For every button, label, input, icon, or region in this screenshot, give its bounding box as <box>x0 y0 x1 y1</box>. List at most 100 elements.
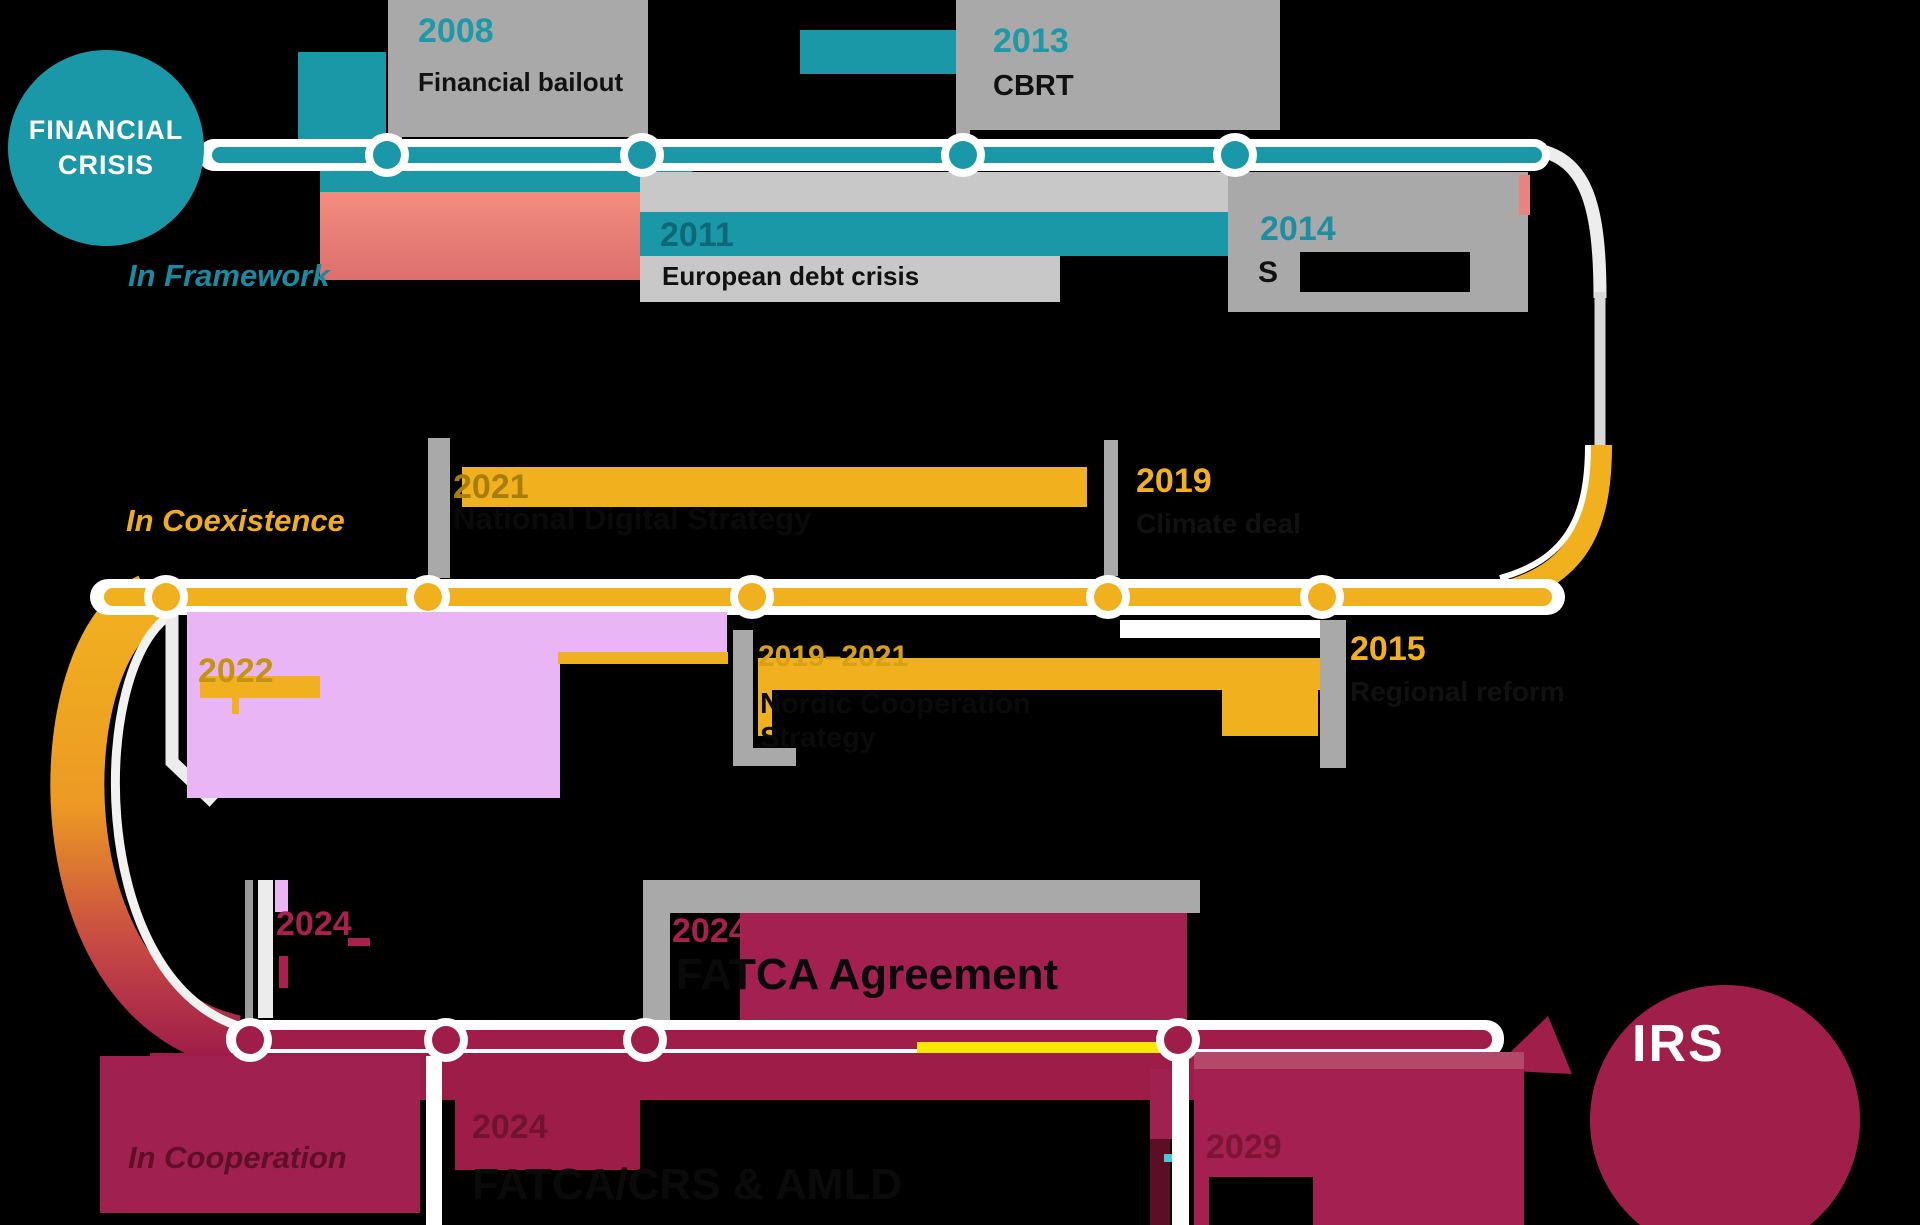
darkmaroon-bit-2029 <box>1150 1139 1170 1225</box>
yellow-corner-2019-2021 <box>1222 686 1318 736</box>
yellow-edge-2019-2021 <box>758 690 772 736</box>
label-2008: Financial bailout <box>418 67 624 97</box>
top-node-2013 <box>941 133 985 177</box>
mid-node-3 <box>730 575 774 619</box>
middle-line <box>104 588 1552 606</box>
top-node-2011 <box>620 133 664 177</box>
label-2019-2021-line1: Nordic Cooperation <box>760 688 1031 720</box>
left-curve <box>50 575 242 1069</box>
top-node-2008 <box>365 133 409 177</box>
white-fragment-2019-2021 <box>1120 620 1320 638</box>
year-2024b: 2024 <box>672 912 748 950</box>
year-2019: 2019 <box>1136 462 1212 500</box>
year-2021: 2021 <box>453 468 529 506</box>
irs-bubble <box>1590 985 1860 1225</box>
connector-2021 <box>428 438 450 578</box>
label-2019: Climate deal <box>1136 508 1301 539</box>
yellow-band-2022 <box>200 676 320 698</box>
in-cooperation-block <box>100 1056 420 1213</box>
mid-node-5 <box>1300 575 1344 619</box>
irs-label: IRS <box>1632 1015 1725 1073</box>
mid-node-4 <box>1086 575 1130 619</box>
blackout-fragment-2014 <box>1300 252 1470 292</box>
connector-thin-2024a <box>245 880 253 1020</box>
right-curve-top <box>1536 143 1607 299</box>
card-2014: 2014 S <box>1242 172 1528 312</box>
card-2013: 2013 CBRT <box>970 0 1280 130</box>
connector-2015 <box>1320 620 1346 768</box>
label-2015: Regional reform <box>1350 676 1565 707</box>
yellow-band-2021 <box>462 467 1087 507</box>
caption-in-cooperation: In Cooperation <box>128 1140 347 1175</box>
card-2011-top <box>640 172 1228 212</box>
connector-2013 <box>956 0 970 139</box>
year-2013: 2013 <box>993 22 1069 60</box>
year-2008: 2008 <box>418 12 494 50</box>
maroon-band-2024c <box>455 1100 640 1170</box>
year-2014: 2014 <box>1260 210 1336 248</box>
card-2008: 2008 Financial bailout <box>402 0 648 137</box>
top-line <box>212 147 1542 163</box>
financial-crisis-line1: FINANCIAL <box>28 114 184 145</box>
card-2011-bottom: European debt crisis <box>640 256 1060 302</box>
dash-2024a <box>348 938 370 946</box>
lilac-block-right <box>560 612 727 652</box>
financial-crisis-bubble: FINANCIAL CRISIS <box>8 50 204 246</box>
panel-2029-top-strip <box>1194 1052 1524 1069</box>
mid-node-1 <box>144 575 188 619</box>
salmon-fragment <box>320 192 650 280</box>
bottom-node-1 <box>228 1018 272 1062</box>
year-2029: 2029 <box>1206 1128 1282 1166</box>
year-2024c: 2024 <box>472 1108 548 1146</box>
year-2019-2021: 2019–2021 <box>758 640 909 673</box>
caption-in-coexistence: In Coexistence <box>126 503 345 538</box>
year-2015: 2015 <box>1350 630 1426 668</box>
caption-in-framework: In Framework <box>128 258 330 293</box>
teal-band-2011 <box>640 212 1228 256</box>
connector-2008 <box>388 0 402 139</box>
right-curve-bottom-casing <box>1499 444 1591 581</box>
tick-2024a <box>279 956 288 988</box>
gray-band-2024b <box>643 880 1200 913</box>
connector-foot-2019-2021 <box>753 748 796 766</box>
label-2013: CBRT <box>993 70 1074 102</box>
lilac-tip-2024a <box>275 880 288 912</box>
left-curve-casing <box>110 610 240 1031</box>
yellow-segment-bottom-line <box>917 1042 1162 1055</box>
connector-2014 <box>1228 172 1242 312</box>
blackout-fragment-2029 <box>1209 1177 1313 1225</box>
label-2021: National Digital Strategy <box>453 501 812 536</box>
label-2014: S <box>1258 256 1279 289</box>
teal-fragment-right-of-bubble <box>298 52 386 150</box>
top-node-2014 <box>1213 133 1257 177</box>
teal-band-top-right <box>800 30 958 74</box>
maroon-bit-left-2029 <box>1150 1069 1172 1139</box>
crimson-panel-2024b <box>740 913 1187 1027</box>
connector-2019 <box>1104 440 1118 576</box>
teal-fleck-2029 <box>1164 1154 1177 1162</box>
label-2019-2021-line2: Strategy <box>760 722 877 754</box>
connector-2019-2021 <box>733 630 753 766</box>
connector-2024b <box>643 913 670 1023</box>
year-2022: 2022 <box>198 652 274 690</box>
label-2024b: FATCA Agreement <box>676 950 1059 999</box>
bottom-node-3 <box>623 1018 667 1062</box>
year-2011: 2011 <box>660 216 734 254</box>
connector-white-2029 <box>1172 1056 1189 1225</box>
crimson-panel-2029 <box>1194 1052 1524 1225</box>
financial-crisis-line2: CRISIS <box>57 150 155 180</box>
connector-white-2024c <box>426 1056 442 1225</box>
label-2024c: FATCA/CRS & AMLD <box>472 1160 903 1209</box>
label-2011: European debt crisis <box>662 261 920 291</box>
lilac-block-left <box>187 612 560 798</box>
bottom-node-4 <box>1156 1018 1200 1062</box>
mid-node-2 <box>406 575 450 619</box>
yellow-strip-under-lilac <box>558 652 728 664</box>
connector-white-2024a <box>258 880 273 1018</box>
yellow-tick-2022 <box>232 698 239 714</box>
salmon-tick-2014 <box>1519 175 1530 215</box>
yellow-band-2019-2021 <box>758 658 1320 690</box>
year-2024a: 2024 <box>276 905 352 943</box>
